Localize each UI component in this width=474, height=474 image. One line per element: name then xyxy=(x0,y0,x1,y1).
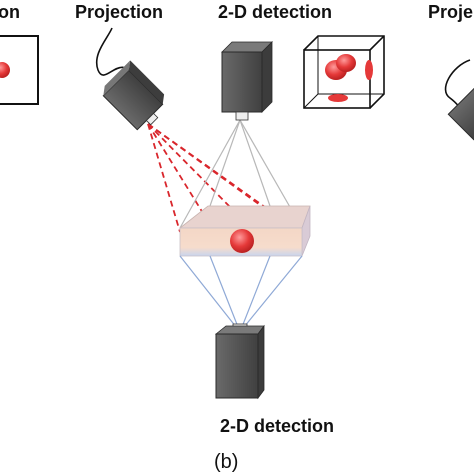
detection-bottom-beams xyxy=(179,255,303,333)
figure-caption: (b) xyxy=(214,451,238,473)
detection-bottom-label: 2-D detection xyxy=(220,416,334,436)
projection-label: Projection xyxy=(75,2,163,22)
detection-top-label: 2-D detection xyxy=(218,2,332,22)
projection-camera-icon xyxy=(95,27,165,131)
sample-sphere-icon xyxy=(230,229,254,253)
right-partial-label: Proje xyxy=(428,2,473,22)
left-detection-box xyxy=(0,35,39,105)
left-partial-label: on xyxy=(0,2,20,22)
cube-spheres xyxy=(325,54,373,102)
right-projection-camera-icon xyxy=(444,59,474,141)
detection-bottom-camera-icon xyxy=(214,323,265,400)
left-sphere-icon xyxy=(0,62,10,78)
detection-top-camera-icon xyxy=(221,41,273,121)
sample-slab-icon xyxy=(178,205,311,257)
